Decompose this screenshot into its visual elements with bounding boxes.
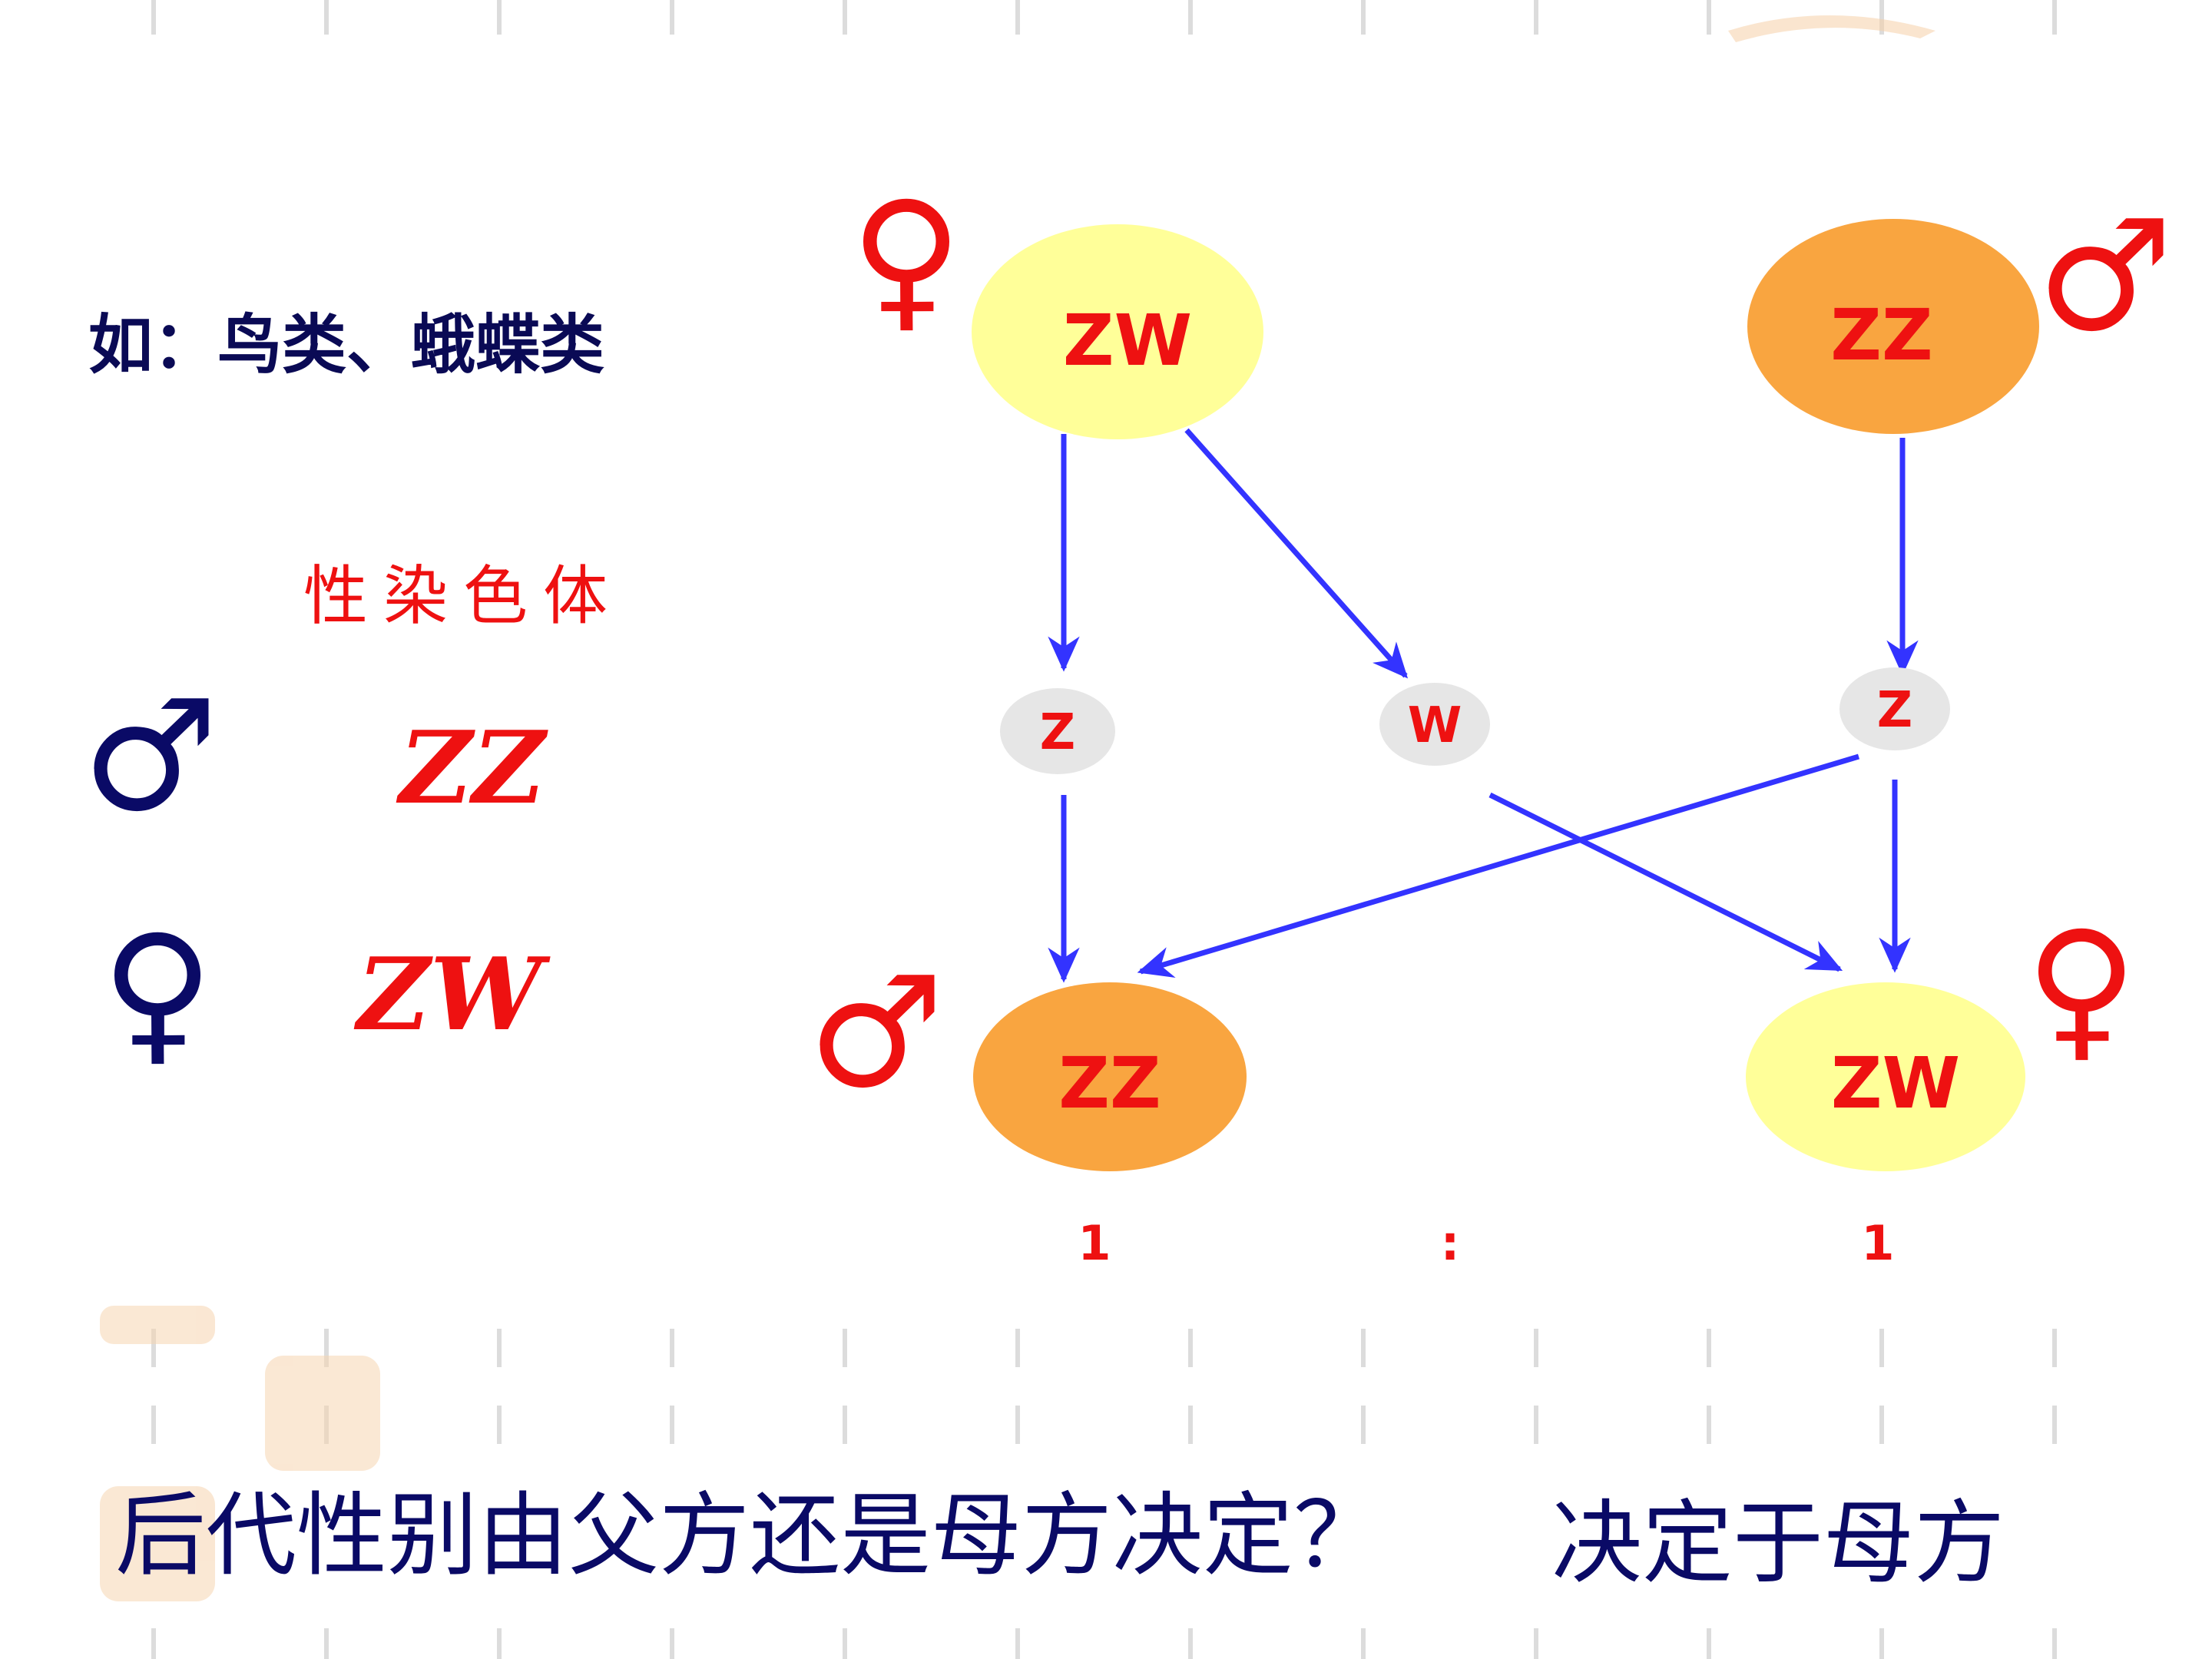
offspring-daughter-genotype: ZW bbox=[1831, 1042, 1960, 1124]
parent-father-genotype: ZZ bbox=[1830, 294, 1932, 376]
daughter-symbol-icon: ♀ bbox=[2025, 899, 2137, 1078]
gamete-father-z: Z bbox=[1839, 667, 1950, 750]
parent-father-circle bbox=[1747, 219, 2039, 434]
ratio-left: 1 bbox=[1078, 1215, 1111, 1271]
ratio-separator: : bbox=[1441, 1215, 1460, 1271]
legend-female-genotype: ZW bbox=[353, 935, 551, 1053]
legend-heading: 性染色体 bbox=[303, 558, 623, 634]
offspring-son-circle bbox=[973, 982, 1247, 1171]
cross-arrows bbox=[1048, 428, 1919, 983]
son-symbol-icon: ♂ bbox=[806, 945, 944, 1124]
seal-decoration-top-right bbox=[1728, 15, 1936, 42]
answer-text: 决定于母方 bbox=[1551, 1490, 2005, 1596]
gamete-mother-w-label: W bbox=[1408, 697, 1462, 754]
parent-mother-circle bbox=[972, 224, 1263, 439]
arrow-w-to-daughter bbox=[1488, 792, 1843, 972]
arrow-mother-to-w bbox=[1184, 428, 1409, 679]
ratio-right: 1 bbox=[1861, 1215, 1894, 1271]
offspring-son: ZZ bbox=[973, 982, 1247, 1171]
legend-male-genotype: ZZ bbox=[396, 709, 548, 826]
parent-mother-genotype: ZW bbox=[1063, 300, 1192, 382]
intro-text: 如：鸟类、蛾蝶类 bbox=[88, 307, 604, 382]
offspring-son-genotype: ZZ bbox=[1058, 1042, 1161, 1124]
father-symbol-icon: ♂ bbox=[2035, 188, 2173, 367]
female-symbol-icon: ♀ bbox=[101, 902, 214, 1081]
gamete-mother-w: W bbox=[1379, 683, 1490, 766]
offspring-daughter-circle bbox=[1746, 982, 2025, 1171]
gamete-mother-z-label: Z bbox=[1040, 704, 1075, 761]
parent-mother: ZW bbox=[972, 224, 1263, 439]
male-symbol-icon: ♂ bbox=[81, 668, 218, 847]
gamete-mother-z: Z bbox=[1000, 688, 1115, 774]
offspring-daughter: ZW bbox=[1746, 982, 2025, 1171]
arrow-fatherz-to-son bbox=[1137, 753, 1860, 978]
parent-father: ZZ bbox=[1747, 219, 2039, 434]
gamete-father-z-label: Z bbox=[1877, 682, 1912, 739]
seal-decoration-left bbox=[100, 1306, 380, 1601]
mother-symbol-icon: ♀ bbox=[850, 169, 962, 348]
question-text: 后代性别由父方还是母方决定？ bbox=[115, 1482, 1384, 1588]
